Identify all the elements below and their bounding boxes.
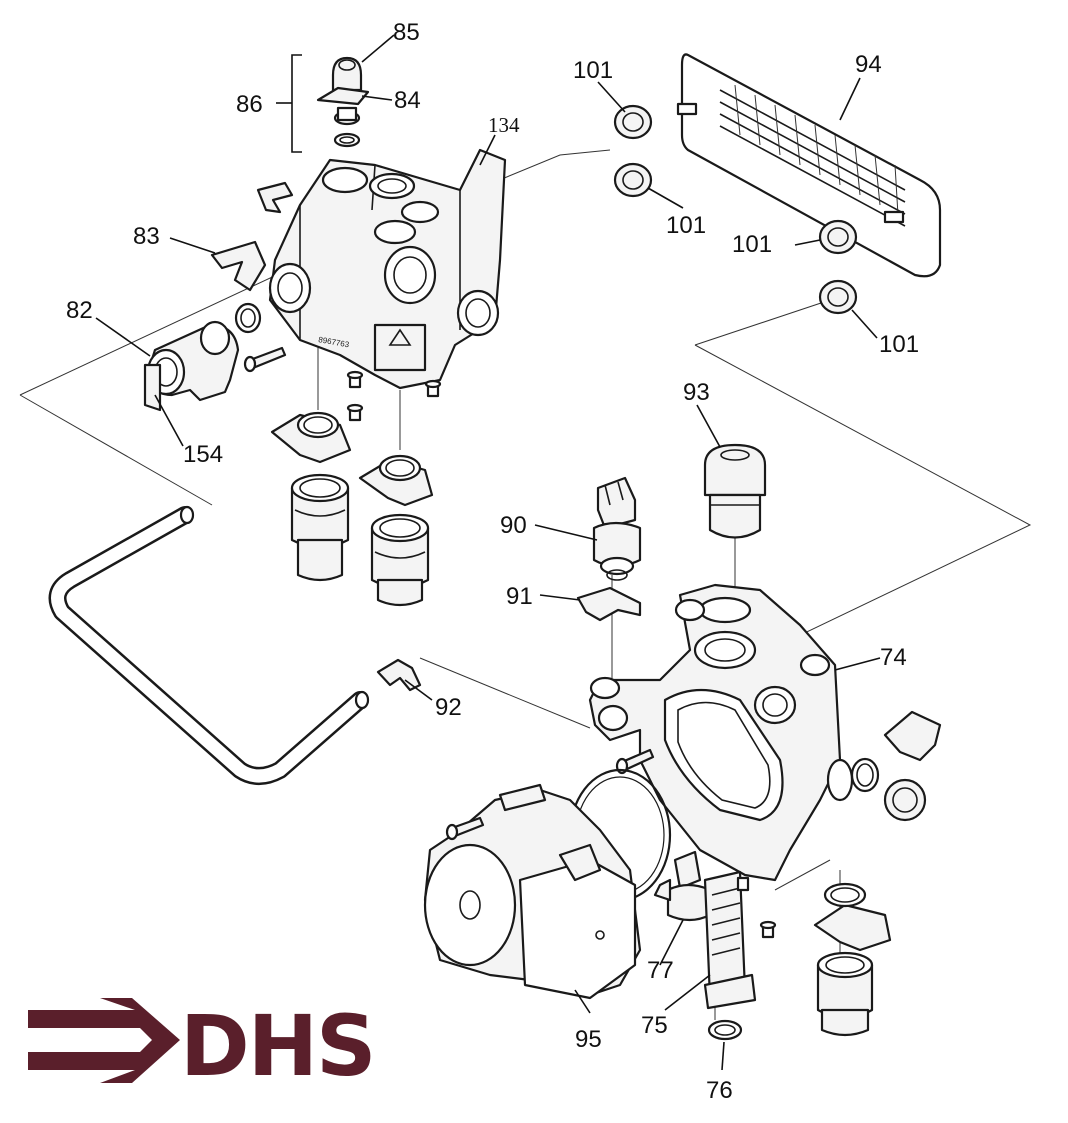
label-92: 92	[435, 694, 462, 721]
clip-plate-left	[270, 411, 352, 464]
screw-left	[243, 346, 287, 373]
pump-housing	[588, 583, 854, 882]
plate-heat-exchanger	[676, 53, 942, 278]
clip-upper	[256, 181, 294, 214]
logo-text: DHS	[180, 997, 375, 1095]
label-83: 83	[133, 223, 160, 250]
label-101-d: 101	[879, 331, 919, 358]
label-86: 86	[236, 91, 263, 118]
diverter-valve-block: 8967763	[268, 148, 507, 390]
pump-motor	[423, 783, 642, 1000]
side-plug	[883, 778, 927, 822]
auto-air-vent	[703, 443, 767, 539]
fitting-82	[143, 320, 240, 412]
arrow-logo-icon	[28, 998, 180, 1083]
pressure-sensor	[592, 476, 642, 581]
o-ring-82	[234, 302, 262, 334]
side-clip	[883, 710, 942, 762]
label-91: 91	[506, 583, 533, 610]
bottom-clip	[813, 882, 892, 952]
label-94: 94	[855, 51, 882, 78]
clip-91	[576, 586, 642, 622]
label-85: 85	[393, 19, 420, 46]
connector-left	[290, 473, 350, 582]
label-75: 75	[641, 1012, 668, 1039]
label-134: 134	[488, 113, 520, 137]
clip-83	[210, 240, 267, 292]
small-screws	[346, 370, 442, 422]
leader-lines	[95, 34, 881, 1071]
label-101-b: 101	[666, 212, 706, 239]
label-101-a: 101	[573, 57, 613, 84]
label-82: 82	[66, 297, 93, 324]
label-84: 84	[394, 87, 421, 114]
label-76: 76	[706, 1077, 733, 1104]
bypass-pipe	[48, 505, 370, 785]
nuts-101	[613, 104, 858, 315]
label-93: 93	[683, 379, 710, 406]
cartridge-stack	[276, 54, 370, 153]
label-77: 77	[647, 957, 674, 984]
side-o-ring	[850, 757, 880, 793]
label-90: 90	[500, 512, 527, 539]
label-95: 95	[575, 1026, 602, 1053]
dhs-logo: DHS	[28, 997, 377, 1095]
bypass-valve	[703, 870, 777, 1010]
o-ring-76	[707, 1019, 743, 1041]
connector-right	[370, 513, 430, 607]
drain-valve	[653, 850, 712, 922]
label-74: 74	[880, 644, 907, 671]
bottom-connector	[816, 951, 874, 1037]
label-101-c: 101	[732, 231, 772, 258]
part-labels: 85 84 86 134 83 82 154 101 101 101 101 9…	[66, 19, 919, 1104]
label-154: 154	[183, 441, 223, 468]
clip-plate-right	[358, 454, 434, 507]
